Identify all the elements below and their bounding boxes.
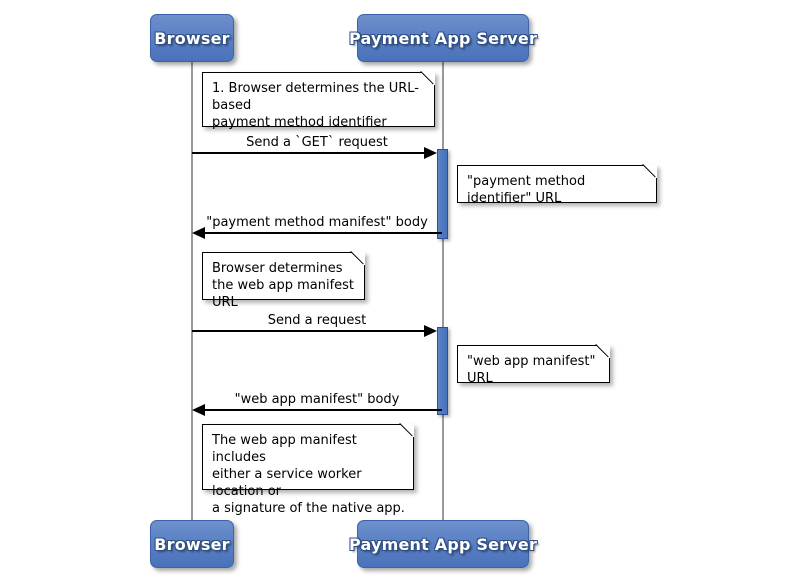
arrow-head-right-icon <box>424 325 437 337</box>
note-fold-corner-icon <box>597 345 610 358</box>
participant-browser-label: Browser <box>154 28 230 48</box>
note-text: "payment method identifier" URL <box>467 174 586 206</box>
note-fold-corner-icon <box>422 72 435 85</box>
participant-payment-app-server-label: Payment App Server <box>348 28 538 48</box>
note-fold-corner-icon <box>644 165 657 178</box>
message-line-web-app-manifest-body <box>204 409 442 411</box>
arrow-head-left-icon <box>192 227 205 239</box>
note-text: The web app manifest includes either a s… <box>212 433 405 516</box>
participant-payment-app-server-top[interactable]: Payment App Server <box>349 14 537 62</box>
participant-browser-label: Browser <box>154 534 230 554</box>
participant-payment-app-server-label: Payment App Server <box>348 534 538 554</box>
lifeline-browser <box>191 62 193 520</box>
participant-payment-app-server-bottom[interactable]: Payment App Server <box>349 520 537 568</box>
note-browser-determines-web-app-manifest-url: Browser determines the web app manifest … <box>202 252 365 310</box>
message-line-send-a-request <box>192 330 430 332</box>
lifeline-payment-app-server <box>442 62 444 520</box>
arrow-head-left-icon <box>192 404 205 416</box>
activation-bar-server-2 <box>437 327 448 415</box>
message-line-send-get-request <box>192 152 430 154</box>
note-web-app-manifest-url: "web app manifest" URL <box>457 345 610 386</box>
message-label-payment-method-manifest-body: "payment method manifest" body <box>206 215 428 230</box>
participant-browser-bottom[interactable]: Browser <box>150 520 234 568</box>
note-text: "web app manifest" URL <box>467 354 596 386</box>
arrow-head-right-icon <box>424 147 437 159</box>
message-label-send-a-request: Send a request <box>267 313 367 328</box>
message-label-web-app-manifest-body: "web app manifest" body <box>234 392 400 407</box>
note-fold-corner-icon <box>401 424 414 437</box>
note-browser-determines-identifier: 1. Browser determines the URL-based paym… <box>202 72 435 130</box>
note-web-app-manifest-contents: The web app manifest includes either a s… <box>202 424 414 516</box>
note-text: Browser determines the web app manifest … <box>212 261 355 310</box>
participant-browser-top[interactable]: Browser <box>150 14 234 62</box>
message-line-payment-method-manifest-body <box>204 232 442 234</box>
note-text: 1. Browser determines the URL-based paym… <box>212 81 419 130</box>
note-fold-corner-icon <box>352 252 365 265</box>
message-label-send-get-request: Send a `GET` request <box>246 135 388 150</box>
activation-bar-server-1 <box>437 149 448 239</box>
note-payment-method-identifier-url: "payment method identifier" URL <box>457 165 657 206</box>
